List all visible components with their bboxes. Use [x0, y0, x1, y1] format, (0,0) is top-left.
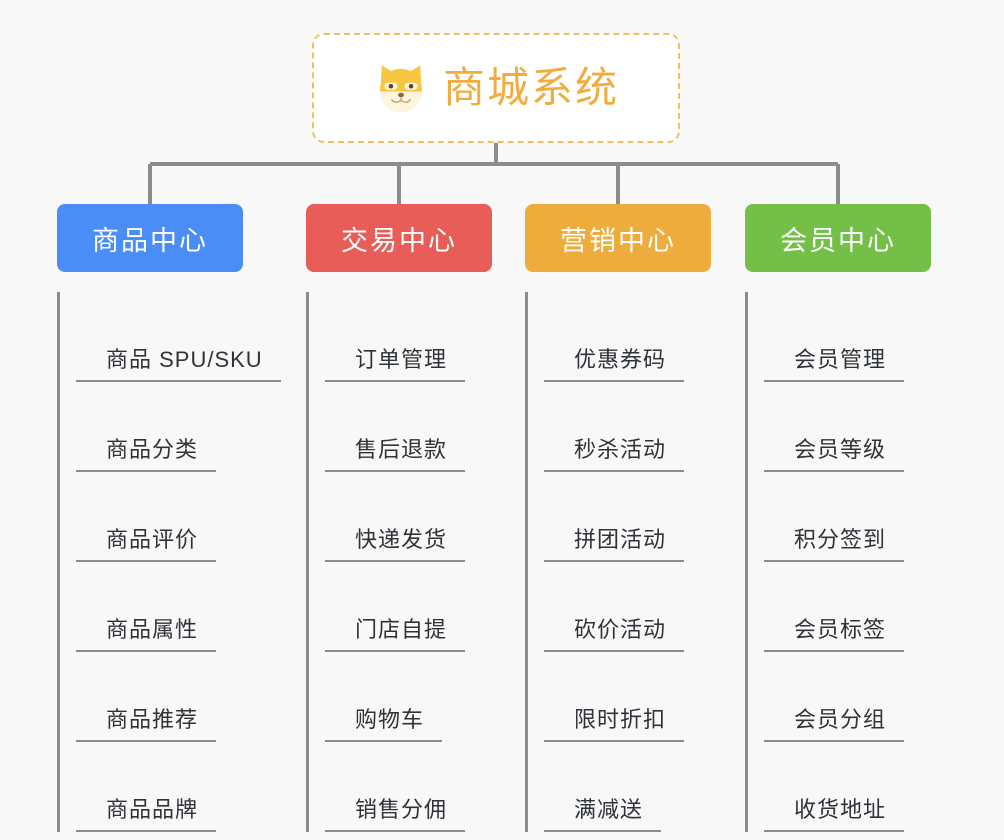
- list-item[interactable]: 订单管理: [325, 292, 540, 382]
- category-box-2[interactable]: 营销中心: [525, 204, 711, 272]
- leaf-label: 商品推荐: [76, 702, 217, 742]
- leaf-label: 限时折扣: [544, 702, 685, 742]
- list-item[interactable]: 快递发货: [325, 472, 540, 562]
- leaf-list-3: 会员管理 会员等级 积分签到 会员标签 会员分组 收货地址: [745, 292, 979, 832]
- list-item[interactable]: 会员分组: [764, 652, 979, 742]
- category-label-1: 交易中心: [341, 225, 457, 256]
- list-item[interactable]: 会员等级: [764, 382, 979, 472]
- shiba-dog-icon: [379, 65, 422, 113]
- leaf-label: 售后退款: [325, 432, 466, 472]
- list-item[interactable]: 购物车: [325, 652, 540, 742]
- leaf-list-1: 订单管理 售后退款 快递发货 门店自提 购物车 销售分佣: [306, 292, 540, 832]
- list-item[interactable]: 售后退款: [325, 382, 540, 472]
- branch-column-0: 商品中心 商品 SPU/SKU 商品分类 商品评价 商品属性 商品推荐 商品品牌: [57, 204, 291, 832]
- leaf-label: 砍价活动: [544, 612, 685, 652]
- list-item[interactable]: 商品分类: [76, 382, 291, 472]
- list-item[interactable]: 积分签到: [764, 472, 979, 562]
- list-item[interactable]: 会员管理: [764, 292, 979, 382]
- leaf-label: 商品 SPU/SKU: [76, 342, 281, 382]
- leaf-list-2: 优惠券码 秒杀活动 拼团活动 砍价活动 限时折扣 满减送: [525, 292, 759, 832]
- list-item[interactable]: 销售分佣: [325, 742, 540, 832]
- category-box-0[interactable]: 商品中心: [57, 204, 243, 272]
- leaf-label: 拼团活动: [544, 522, 685, 562]
- root-title: 商城系统: [442, 64, 619, 111]
- leaf-label: 会员管理: [764, 342, 905, 382]
- list-item[interactable]: 优惠券码: [544, 292, 759, 382]
- list-item[interactable]: 限时折扣: [544, 652, 759, 742]
- category-label-2: 营销中心: [560, 225, 676, 256]
- leaf-label: 满减送: [544, 792, 662, 832]
- root-node[interactable]: 商城系统: [312, 33, 680, 143]
- list-item[interactable]: 门店自提: [325, 562, 540, 652]
- leaf-label: 商品评价: [76, 522, 217, 562]
- category-box-3[interactable]: 会员中心: [745, 204, 931, 272]
- leaf-label: 会员标签: [764, 612, 905, 652]
- leaf-label: 优惠券码: [544, 342, 685, 382]
- leaf-label: 会员分组: [764, 702, 905, 742]
- branch-column-1: 交易中心 订单管理 售后退款 快递发货 门店自提 购物车 销售分佣: [306, 204, 540, 832]
- leaf-label: 销售分佣: [325, 792, 466, 832]
- leaf-label: 秒杀活动: [544, 432, 685, 472]
- leaf-label: 商品品牌: [76, 792, 217, 832]
- list-item[interactable]: 拼团活动: [544, 472, 759, 562]
- list-item[interactable]: 商品品牌: [76, 742, 291, 832]
- leaf-label: 门店自提: [325, 612, 466, 652]
- branch-column-3: 会员中心 会员管理 会员等级 积分签到 会员标签 会员分组 收货地址: [745, 204, 979, 832]
- list-item[interactable]: 商品 SPU/SKU: [76, 292, 291, 382]
- leaf-label: 商品分类: [76, 432, 217, 472]
- list-item[interactable]: 商品推荐: [76, 652, 291, 742]
- leaf-label: 积分签到: [764, 522, 905, 562]
- leaf-label: 会员等级: [764, 432, 905, 472]
- leaf-label: 快递发货: [325, 522, 466, 562]
- list-item[interactable]: 商品属性: [76, 562, 291, 652]
- list-item[interactable]: 会员标签: [764, 562, 979, 652]
- list-item[interactable]: 商品评价: [76, 472, 291, 562]
- list-item[interactable]: 收货地址: [764, 742, 979, 832]
- category-box-1[interactable]: 交易中心: [306, 204, 492, 272]
- branch-column-2: 营销中心 优惠券码 秒杀活动 拼团活动 砍价活动 限时折扣 满减送: [525, 204, 759, 832]
- category-label-3: 会员中心: [780, 225, 896, 256]
- list-item[interactable]: 秒杀活动: [544, 382, 759, 472]
- leaf-label: 收货地址: [764, 792, 905, 832]
- leaf-label: 订单管理: [325, 342, 466, 382]
- category-label-0: 商品中心: [92, 225, 208, 256]
- leaf-label: 购物车: [325, 702, 443, 742]
- leaf-label: 商品属性: [76, 612, 217, 652]
- list-item[interactable]: 满减送: [544, 742, 759, 832]
- leaf-list-0: 商品 SPU/SKU 商品分类 商品评价 商品属性 商品推荐 商品品牌: [57, 292, 291, 832]
- list-item[interactable]: 砍价活动: [544, 562, 759, 652]
